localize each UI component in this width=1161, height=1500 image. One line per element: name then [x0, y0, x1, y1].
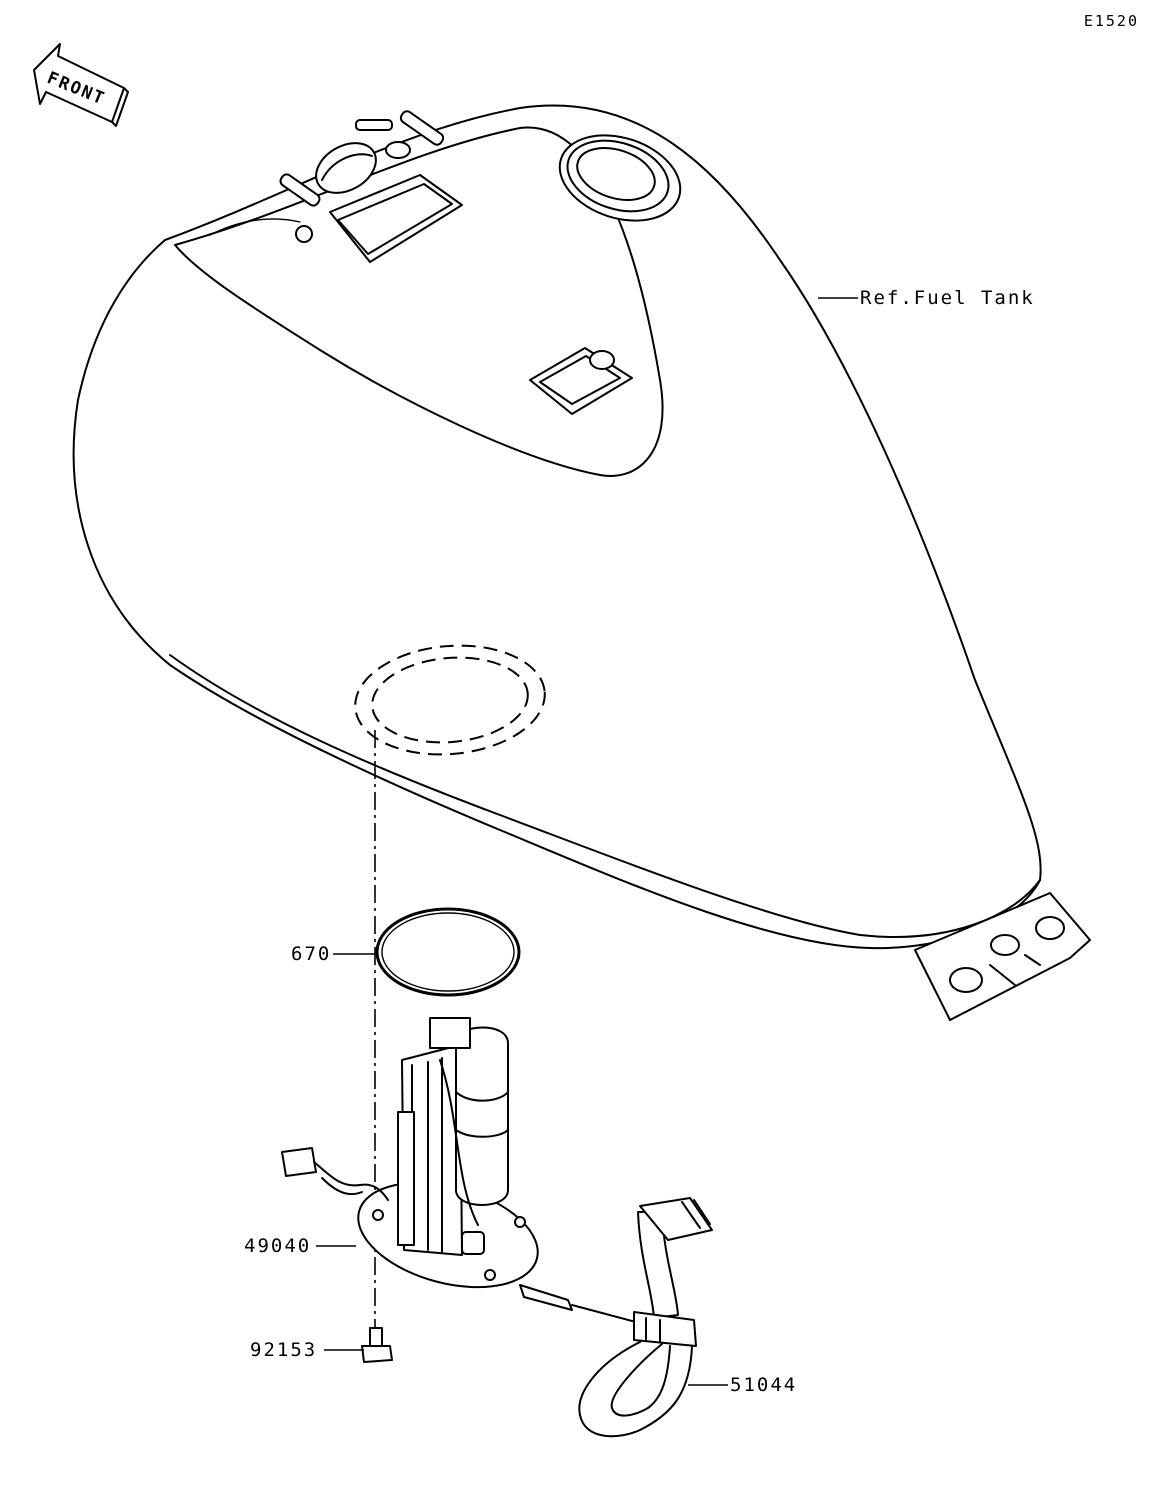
- fuel-pump-49040: [281, 1017, 573, 1311]
- label-49040: 49040: [244, 1235, 312, 1257]
- label-fuel-tank-ref: Ref.Fuel Tank: [860, 287, 1035, 309]
- label-51044: 51044: [730, 1374, 798, 1396]
- front-arrow-icon: FRONT: [33, 43, 129, 127]
- label-670: 670: [291, 943, 332, 965]
- hose-51044: [571, 1197, 713, 1438]
- label-92153: 92153: [250, 1339, 318, 1361]
- o-ring-670: [375, 907, 521, 997]
- fuel-tank: [72, 104, 1091, 1021]
- bolt-92153: [361, 1327, 393, 1363]
- page-code: E1520: [1083, 12, 1139, 30]
